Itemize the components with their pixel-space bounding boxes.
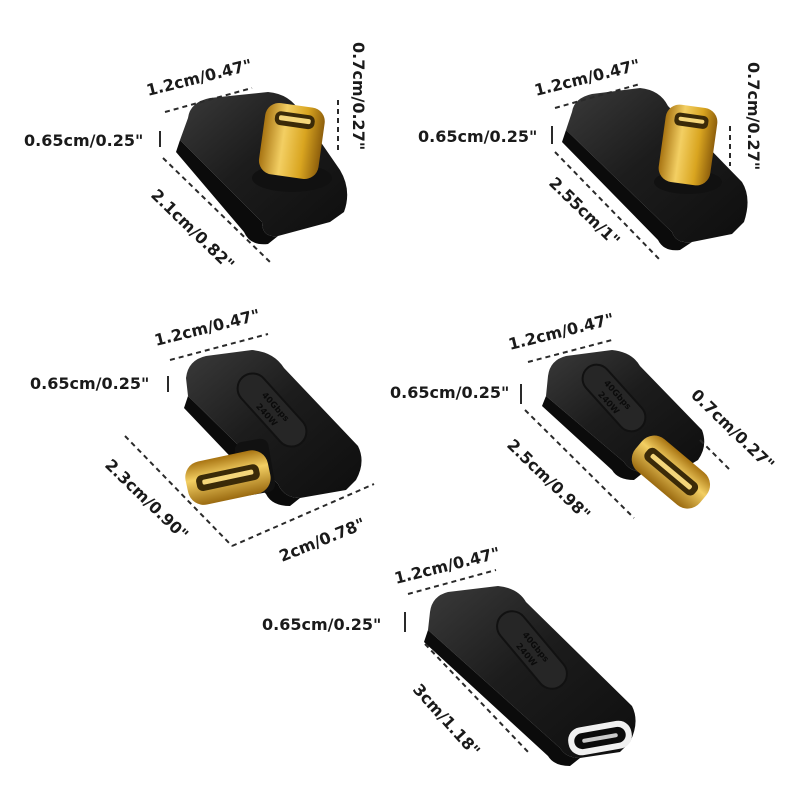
usb-c-female-port [568,720,632,756]
usb-c-male-connector [258,102,325,180]
adapter-u-shape-short [176,92,348,245]
adapter-body-side [424,630,580,766]
length-label: 2.5cm/0.98" [503,435,594,524]
height-label: 0.7cm/0.27" [349,42,368,150]
length-label: 2.3cm/0.90" [101,455,192,544]
adapter-body-side [562,130,692,251]
dimension-lines [124,83,731,755]
length-label: 3cm/1.18" [409,680,484,760]
emboss-label: 40Gbps 240W [581,363,647,433]
width-label: 1.2cm/0.47" [392,543,502,588]
height-label: 0.7cm/0.27" [744,62,763,170]
adapter-90-degree: 40Gbps 240W [184,350,362,506]
adapter-u-shape-long [562,88,748,251]
adapter-body-side [542,396,644,480]
adapter-body [566,88,748,243]
thickness-label: 0.65cm/0.25" [24,131,143,150]
thickness-label: 0.65cm/0.25" [262,615,381,634]
length-side-label: 2cm/0.78" [276,514,367,566]
width-label: 1.2cm/0.47" [152,305,262,350]
usb-c-male-connector [185,450,271,505]
adapter-coupler: 40Gbps 240W [424,586,636,766]
usb-c-male-connector [658,104,718,186]
usb-c-male-connector [631,435,711,509]
adapter-body-side [176,140,278,245]
thickness-label: 0.65cm/0.25" [390,383,509,402]
width-label: 1.2cm/0.47" [506,309,616,354]
thickness-label: 0.65cm/0.25" [418,127,537,146]
thickness-label: 0.65cm/0.25" [30,374,149,393]
adapter-straight: 40Gbps 240W [542,350,711,509]
width-label: 1.2cm/0.47" [144,55,254,100]
